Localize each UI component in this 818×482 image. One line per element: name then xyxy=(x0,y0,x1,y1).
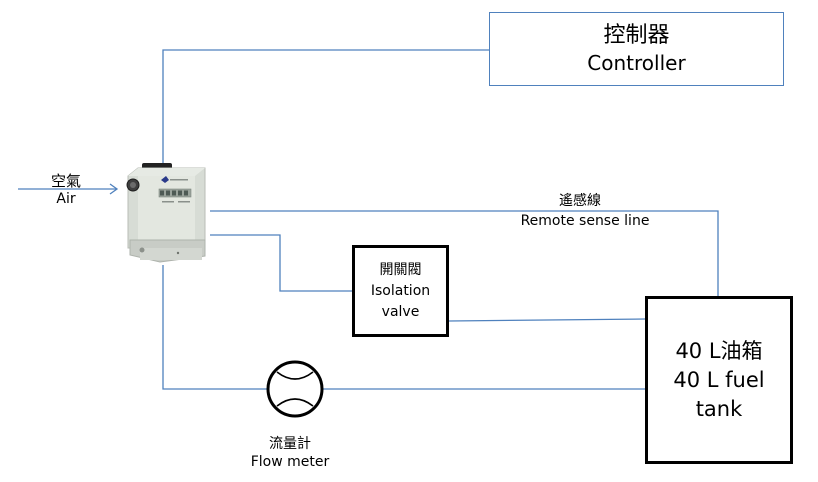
air-label-en: Air xyxy=(56,191,76,207)
remote-sense-label-en: Remote sense line xyxy=(520,213,650,229)
flow-meter-label-en: Flow meter xyxy=(250,454,330,470)
flow-meter-label-zh: 流量計 xyxy=(269,436,311,452)
fuel-tank-box[interactable]: 40 L油箱 40 L fuel tank xyxy=(645,296,793,464)
remote-sense-label-zh: 遙感線 xyxy=(559,193,601,209)
controller-signal-line xyxy=(162,49,489,163)
controller-label-zh: 控制器 xyxy=(603,23,670,48)
fuel-tank-label-2: 40 L fuel xyxy=(673,367,765,392)
valve-outlet-line xyxy=(448,318,646,322)
flow-meter-icon[interactable] xyxy=(266,360,324,418)
fuel-tank-label-1: 40 L油箱 xyxy=(675,338,763,363)
remote-sense-connector xyxy=(210,210,719,296)
fuel-tank-label-3: tank xyxy=(695,396,743,421)
flow-meter-inlet-line xyxy=(162,265,267,390)
air-label-zh: 空氣 xyxy=(50,172,81,190)
controller-box[interactable]: 控制器 Controller xyxy=(489,12,784,86)
isolation-valve-box[interactable]: 開關閥 Isolation valve xyxy=(352,245,449,337)
pressure-regulator-icon[interactable] xyxy=(126,163,206,263)
valve-inlet-line xyxy=(210,234,352,292)
air-arrow-head-icon xyxy=(109,183,119,195)
controller-label-en: Controller xyxy=(587,51,686,75)
isolation-valve-label-zh: 開關閥 xyxy=(379,261,422,278)
isolation-valve-label-en-1: Isolation xyxy=(370,282,431,299)
isolation-valve-label-en-2: valve xyxy=(381,303,420,320)
